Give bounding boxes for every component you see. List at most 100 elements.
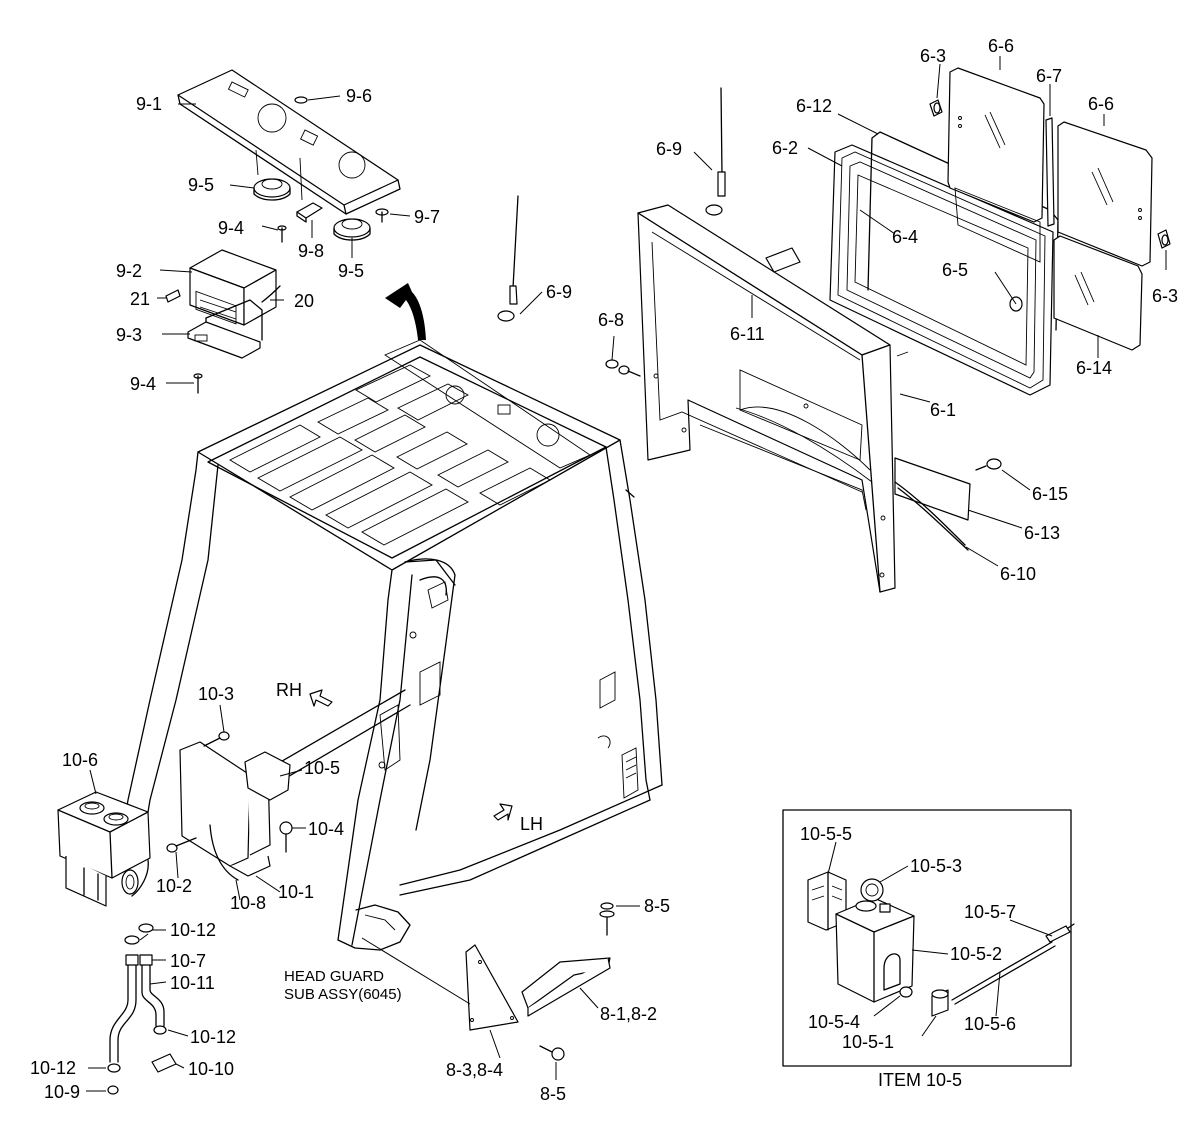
inset-cap [860, 878, 891, 913]
label-10-5-6: 10-5-6 [964, 1014, 1016, 1034]
head-guard-label-line2: SUB ASSY(6045) [284, 986, 402, 1003]
side-plate [894, 457, 971, 521]
label-6-10: 6-10 [1000, 564, 1036, 584]
latch-lower [1157, 229, 1171, 249]
side-plate-8-3 [465, 944, 519, 1031]
label-10-5-5: 10-5-5 [800, 824, 852, 844]
bolt-10-2 [166, 837, 197, 853]
label-6-2: 6-2 [772, 138, 798, 158]
roof-lift-arrow [385, 283, 426, 340]
label-9-5-upper: 9-5 [188, 175, 214, 195]
label-10-5-2: 10-5-2 [950, 944, 1002, 964]
hose-assembly [107, 923, 177, 1095]
inset-tank [835, 897, 915, 1003]
washer-hose [209, 824, 239, 881]
rh-arrow [309, 689, 333, 707]
washer-motor [244, 751, 291, 801]
inset-item-10-5: 10-5-5 10-5-3 10-5-7 10-5-2 10-5-4 10-5-… [782, 809, 1075, 1067]
screw-9-7 [375, 208, 389, 223]
label-10-5: 10-5 [304, 758, 340, 778]
side-plate-8-1 [521, 957, 611, 1017]
inset-pump [931, 989, 949, 1017]
label-6-5: 6-5 [942, 260, 968, 280]
label-9-8: 9-8 [298, 241, 324, 261]
label-10-5-3: 10-5-3 [910, 856, 962, 876]
label-9-4-lower: 9-4 [130, 374, 156, 394]
label-10-5-1: 10-5-1 [842, 1032, 894, 1052]
label-6-9-left: 6-9 [546, 282, 572, 302]
label-10-2: 10-2 [156, 876, 192, 896]
washer-tank [57, 791, 151, 907]
label-6-4: 6-4 [892, 227, 918, 247]
inset-nozzle [1045, 923, 1075, 943]
glass-panel-upper-right [1057, 121, 1153, 267]
label-6-3-upper: 6-3 [920, 46, 946, 66]
bolt-6-8 [605, 359, 641, 377]
label-10-12-middle: 10-12 [190, 1027, 236, 1047]
label-9-4-upper: 9-4 [218, 218, 244, 238]
label-6-9-right: 6-9 [656, 139, 682, 159]
seal-strip [894, 481, 966, 546]
label-6-1: 6-1 [930, 400, 956, 420]
inset-caption: ITEM 10-5 [878, 1070, 962, 1090]
label-6-13: 6-13 [1024, 523, 1060, 543]
glass-panel-hidden [954, 187, 1041, 263]
label-10-6: 10-6 [62, 750, 98, 770]
window-frame [829, 144, 1054, 396]
inset-rod [951, 941, 1053, 1001]
label-10-10: 10-10 [188, 1059, 234, 1079]
label-6-8: 6-8 [598, 310, 624, 330]
connector-plug [296, 202, 323, 219]
label-6-15: 6-15 [1032, 484, 1068, 504]
screw-21 [165, 289, 181, 303]
part-labels: 9-1 9-6 9-5 9-4 9-8 9-7 9-5 9-2 21 20 9-… [30, 36, 1178, 1104]
label-10-4: 10-4 [308, 819, 344, 839]
label-9-1: 9-1 [136, 94, 162, 114]
glass-seal-strip [1045, 117, 1055, 227]
bolt-10-3 [203, 731, 230, 747]
label-10-1: 10-1 [278, 882, 314, 902]
label-10-11: 10-11 [170, 973, 215, 993]
label-10-3: 10-3 [198, 684, 234, 704]
label-10-8: 10-8 [230, 893, 266, 913]
radio-bracket [187, 299, 263, 359]
label-8-1-8-2: 8-1,8-2 [600, 1004, 657, 1024]
direction-lh: LH [520, 814, 543, 834]
label-6-7: 6-7 [1036, 66, 1062, 86]
bolt-8-5-lower [539, 1045, 565, 1061]
head-guard-label-line1: HEAD GUARD [284, 968, 384, 985]
label-10-7: 10-7 [170, 951, 206, 971]
label-10-5-4: 10-5-4 [808, 1012, 860, 1032]
label-6-12: 6-12 [796, 96, 832, 116]
antenna-left [497, 195, 519, 322]
label-21: 21 [130, 289, 150, 309]
label-9-7: 9-7 [414, 207, 440, 227]
label-10-5-7: 10-5-7 [964, 902, 1016, 922]
rear-panel [637, 204, 909, 593]
speaker-upper [253, 178, 291, 201]
label-8-3-8-4: 8-3,8-4 [446, 1060, 503, 1080]
direction-rh: RH [276, 680, 302, 700]
screw-9-4-lower [193, 373, 203, 394]
bolt-6-15 [975, 458, 1002, 471]
latch-upper [929, 99, 943, 117]
label-9-6: 9-6 [346, 86, 372, 106]
label-8-5-lower: 8-5 [540, 1084, 566, 1104]
label-6-3-lower: 6-3 [1152, 286, 1178, 306]
head-guard-frame [117, 339, 663, 951]
label-6-11: 6-11 [730, 324, 765, 344]
label-10-12-upper: 10-12 [170, 920, 216, 940]
radio-cable [261, 285, 281, 303]
screw-9-4-upper [277, 225, 287, 243]
antenna-right [705, 87, 726, 216]
glass-panel-upper-left [947, 67, 1045, 223]
bolt-10-4 [279, 821, 293, 853]
label-6-6-left: 6-6 [988, 36, 1014, 56]
leader-lines [86, 56, 1167, 1092]
inset-connector [899, 986, 913, 998]
bolt-8-5-upper [599, 902, 615, 936]
label-8-5-upper: 8-5 [644, 896, 670, 916]
label-9-5-lower: 9-5 [338, 261, 364, 281]
